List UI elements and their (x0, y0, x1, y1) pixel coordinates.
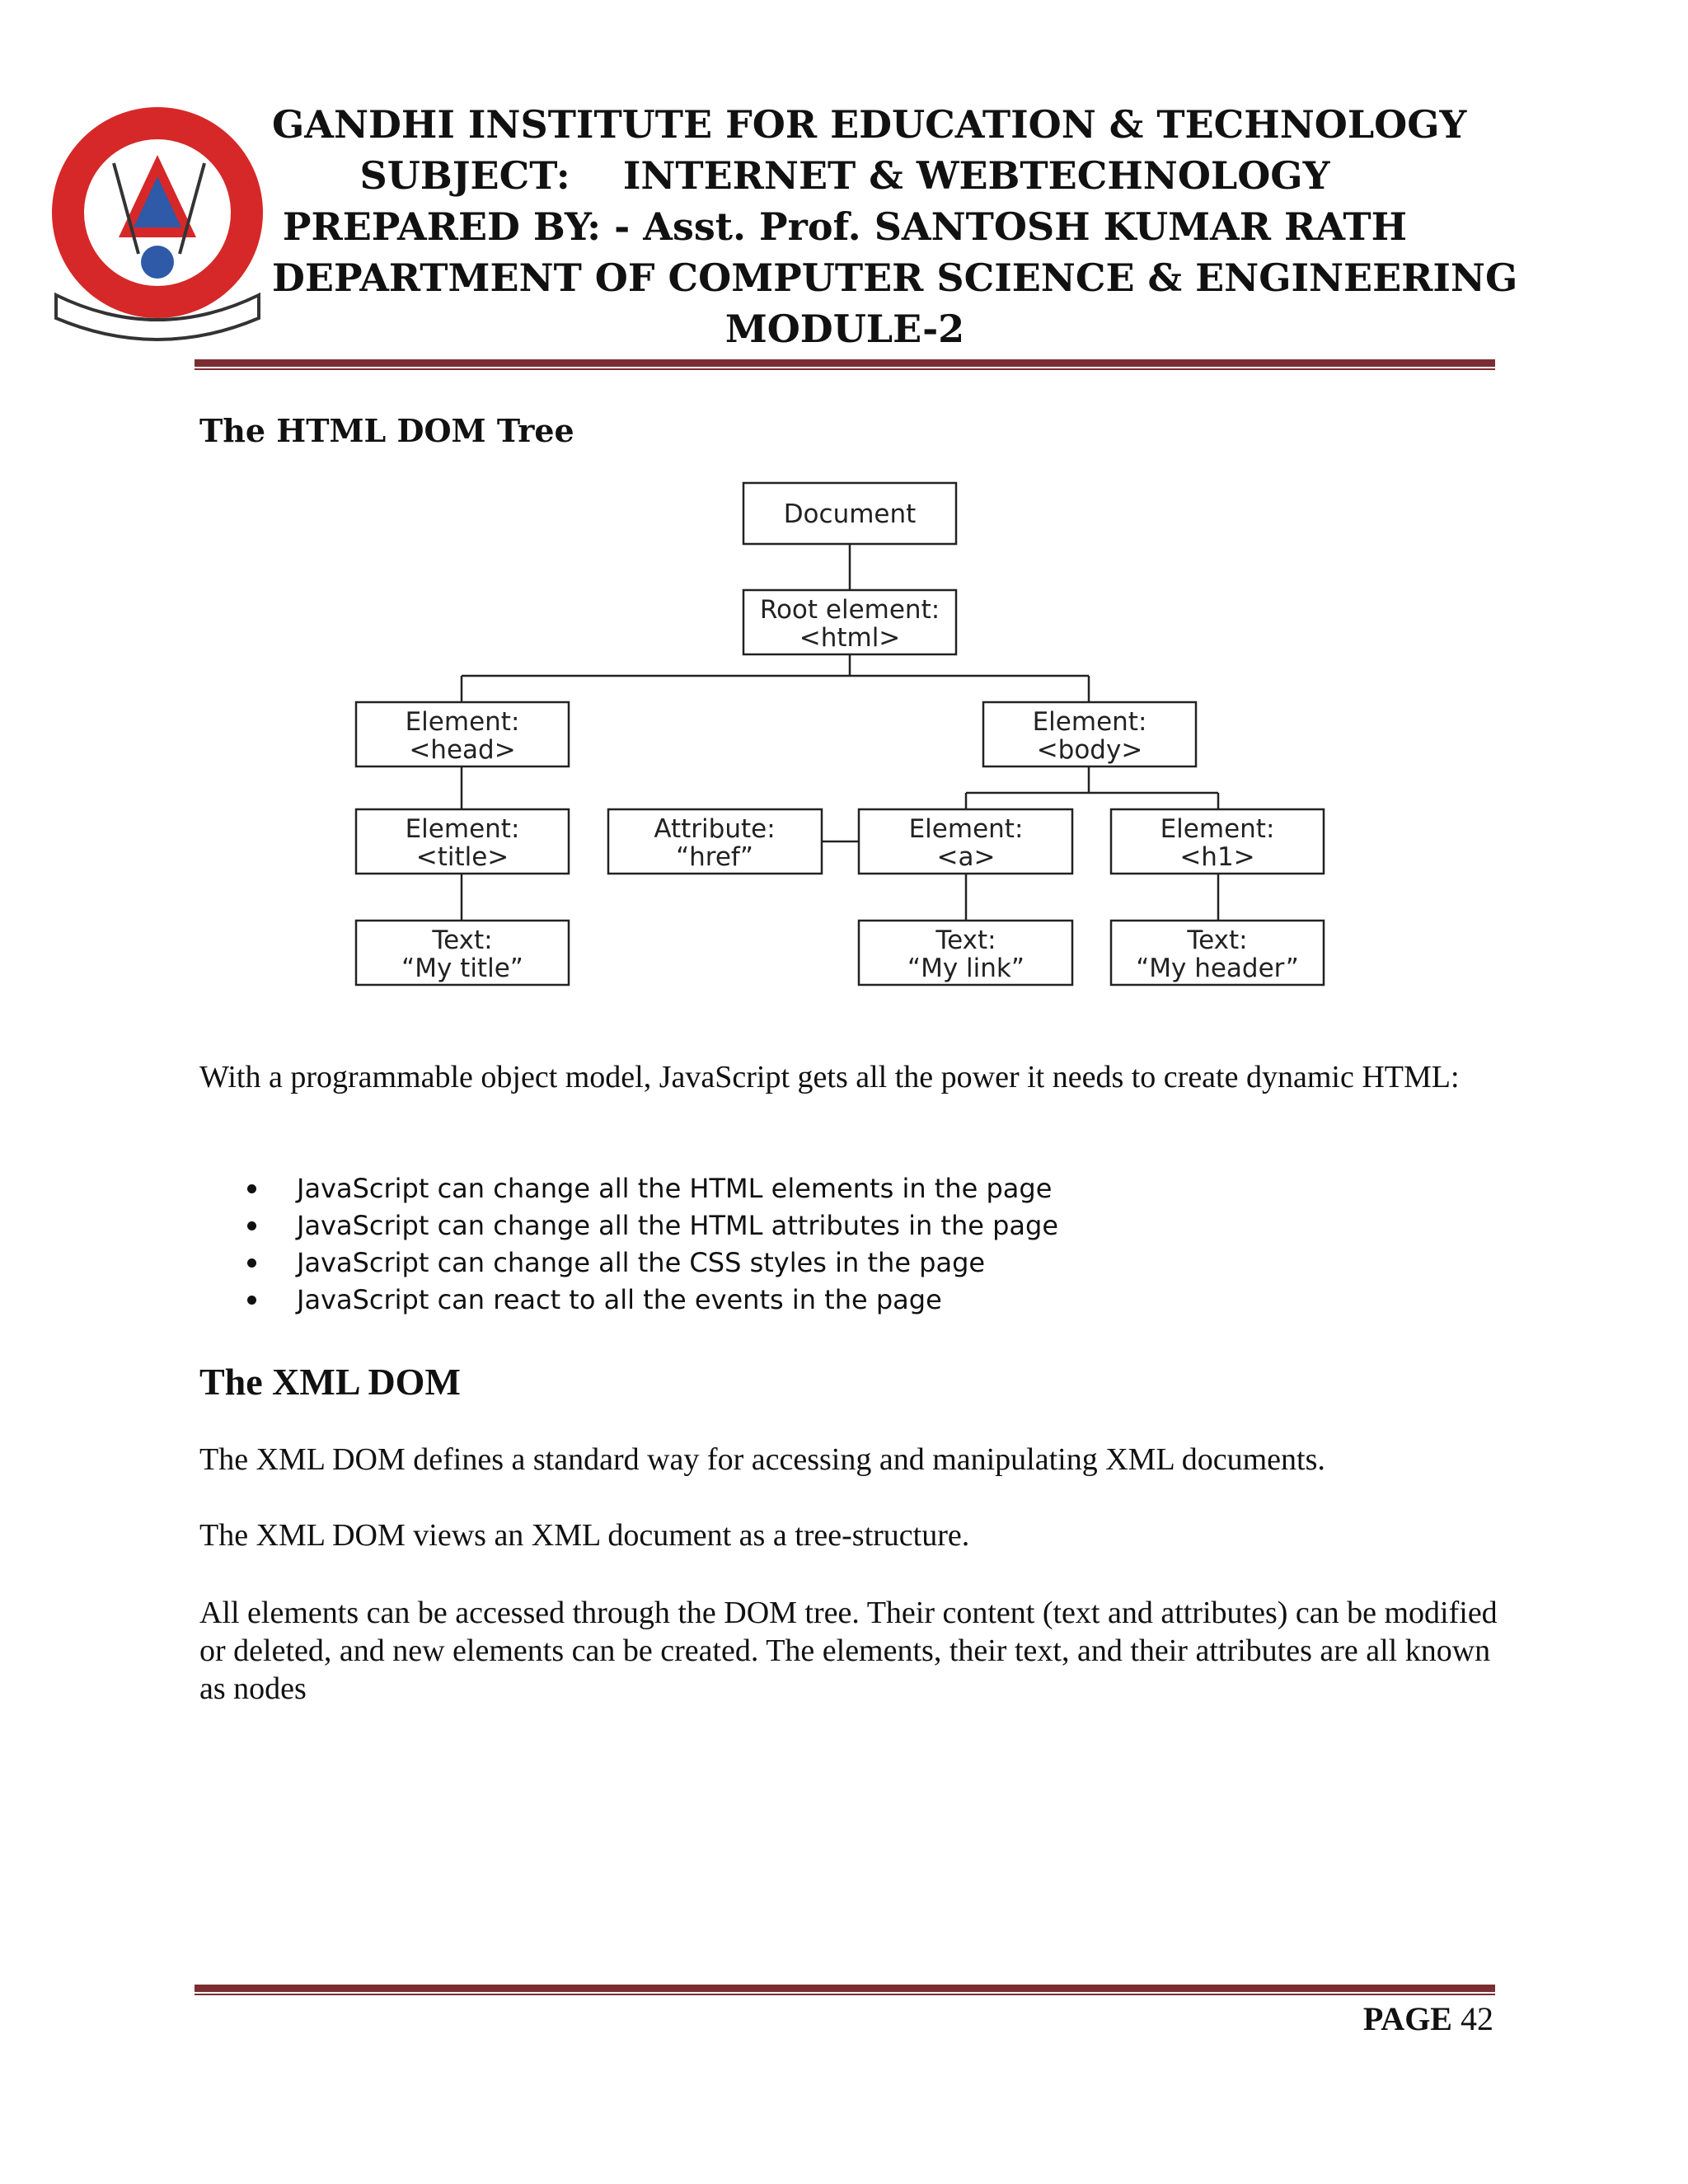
logo-banner (54, 292, 260, 341)
node-body-label-2: <body> (1037, 735, 1143, 765)
connector-lines (460, 544, 1220, 921)
node-h1-label-1: Element: (1160, 814, 1275, 844)
section-heading-html-dom-tree: The HTML DOM Tree (199, 412, 574, 449)
node-a-label-1: Element: (909, 814, 1024, 844)
node-a-label-2: <a> (937, 842, 996, 872)
xml-dom-paragraph-2: The XML DOM views an XML document as a t… (199, 1518, 970, 1553)
footer-divider (195, 1985, 1495, 1996)
page-label: PAGE (1362, 2000, 1452, 2037)
section-heading-xml-dom: The XML DOM (199, 1361, 461, 1403)
department-line: DEPARTMENT OF COMPUTER SCIENCE & ENGINEE… (272, 255, 1518, 300)
node-root-html (742, 588, 958, 656)
node-attr-label-1: Attribute: (654, 814, 775, 844)
dom-tree-diagram: Document Root element: <html> Element: <… (354, 481, 1325, 987)
node-head-label-2: <head> (409, 735, 515, 765)
node-a (857, 808, 1074, 875)
node-body (982, 701, 1198, 768)
capability-list: JavaScript can change all the HTML eleme… (247, 1170, 1058, 1319)
page-number: PAGE 42 (1363, 1999, 1493, 2038)
node-document-label: Document (784, 499, 917, 529)
node-title-label-2: <title> (416, 842, 509, 872)
bullet-icon (247, 1184, 256, 1193)
subject-line: SUBJECT: INTERNET & WEBTECHNOLOGY (359, 153, 1330, 198)
bullet-icon (247, 1296, 256, 1305)
prepared-by-line: PREPARED BY: - Asst. Prof. SANTOSH KUMAR… (282, 204, 1408, 249)
intro-paragraph: With a programmable object model, JavaSc… (199, 1060, 1460, 1094)
node-text-title-label-1: Text: (431, 926, 492, 955)
node-title (354, 808, 570, 875)
node-attr-label-2: “href” (676, 842, 753, 872)
xml-dom-paragraph-3: All elements can be accessed through the… (199, 1596, 1498, 1706)
node-text-header-label-1: Text: (1186, 926, 1247, 955)
institute-logo (52, 107, 263, 341)
node-body-label-1: Element: (1033, 707, 1147, 737)
node-attribute-href (607, 808, 823, 875)
list-item: JavaScript can change all the HTML eleme… (247, 1170, 1058, 1207)
bullet-icon (247, 1258, 256, 1268)
node-text-title-label-2: “My title” (401, 954, 523, 983)
node-h1 (1109, 808, 1325, 875)
node-text-header (1109, 919, 1325, 987)
node-text-link-label-1: Text: (935, 926, 996, 955)
logo-ring (56, 111, 259, 314)
node-h1-label-2: <h1> (1179, 842, 1254, 872)
module-line: MODULE-2 (724, 307, 965, 351)
node-head (354, 701, 570, 768)
node-text-link (857, 919, 1074, 987)
page-number-value: 42 (1461, 2000, 1493, 2037)
list-item: JavaScript can react to all the events i… (247, 1282, 1058, 1319)
node-text-link-label-2: “My link” (907, 954, 1025, 983)
document-header: GANDHI INSTITUTE FOR EDUCATION & TECHNOL… (272, 99, 1518, 354)
list-item: JavaScript can change all the CSS styles… (247, 1244, 1058, 1282)
logo-dish (141, 246, 174, 279)
bullet-icon (247, 1221, 256, 1230)
institute-name: GANDHI INSTITUTE FOR EDUCATION & TECHNOL… (272, 102, 1467, 147)
node-text-title (354, 919, 570, 987)
node-text-header-label-2: “My header” (1136, 954, 1299, 983)
xml-dom-paragraph-1: The XML DOM defines a standard way for a… (199, 1442, 1325, 1477)
list-item: JavaScript can change all the HTML attri… (247, 1207, 1058, 1244)
node-title-label-1: Element: (406, 814, 520, 844)
node-document (742, 481, 958, 546)
node-root-label-1: Root element: (760, 595, 940, 625)
node-head-label-1: Element: (406, 707, 520, 737)
node-root-label-2: <html> (799, 623, 901, 653)
header-divider (195, 359, 1495, 371)
